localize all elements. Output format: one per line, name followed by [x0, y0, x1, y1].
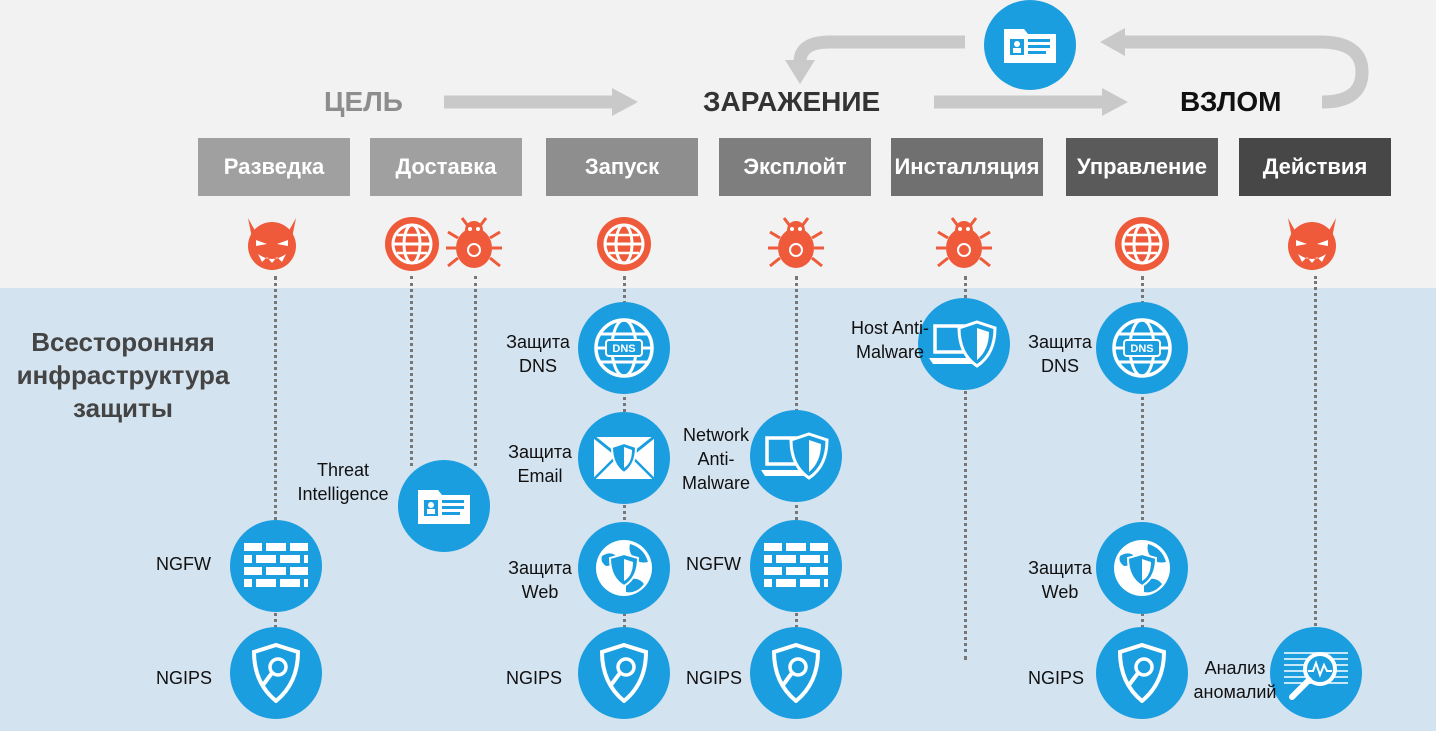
ngips-label: NGIPS	[506, 668, 563, 688]
connector-line	[410, 276, 413, 466]
network-anti-malware-label: Network Anti- Malware	[681, 425, 751, 493]
dns-protection-icon: DNS	[1096, 302, 1188, 394]
network-anti-malware-icon	[750, 410, 842, 502]
host-anti-malware-label: Host Anti- Malware	[850, 318, 930, 362]
devil-icon	[248, 218, 296, 270]
ngips-label: NGIPS	[1028, 668, 1085, 688]
email-protection-label: Защита Email	[508, 442, 572, 486]
stage-actions: Действия	[1239, 138, 1391, 196]
stage-delivery: Доставка	[370, 138, 522, 196]
web-protection-label: Защита Web	[508, 558, 572, 602]
web-protection-label: Защита Web	[1028, 558, 1092, 602]
stage-launch: Запуск	[546, 138, 698, 196]
ngips-icon	[578, 627, 670, 719]
ngfw-label: NGFW	[156, 554, 211, 574]
connector-line	[274, 276, 277, 660]
flow-arrows	[444, 28, 1369, 116]
stage-control: Управление	[1066, 138, 1218, 196]
bug-icon	[768, 217, 824, 268]
devil-icon	[1288, 218, 1336, 270]
threat-intelligence-top-icon	[984, 0, 1076, 90]
stage-install: Инсталляция	[891, 138, 1043, 196]
dns-protection-icon: DNS	[578, 302, 670, 394]
stage-recon: Разведка	[198, 138, 350, 196]
phase-target: ЦЕЛЬ	[324, 86, 403, 117]
globe-threat-icon	[597, 217, 651, 271]
ngfw-label: NGFW	[686, 554, 741, 574]
anomaly-analysis-icon	[1270, 627, 1362, 719]
phase-infection: ЗАРАЖЕНИЕ	[703, 86, 881, 117]
dns-protection-label: Защита DNS	[1028, 332, 1092, 376]
bug-icon	[446, 217, 502, 268]
ngfw-icon	[230, 520, 322, 612]
dns-badge: DNS	[612, 343, 635, 355]
infrastructure-title: Всесторонняя инфраструктура защиты	[16, 327, 230, 423]
stage-exploit: Эксплойт	[719, 138, 871, 196]
dns-protection-label: Защита DNS	[506, 332, 570, 376]
connector-line	[1314, 276, 1317, 656]
anomaly-analysis-label: Анализ аномалий	[1193, 658, 1277, 702]
ngips-icon	[750, 627, 842, 719]
web-protection-icon	[578, 522, 670, 614]
email-protection-icon	[578, 412, 670, 504]
connector-line	[964, 276, 967, 660]
threat-intelligence-icon	[398, 460, 490, 552]
ngips-label: NGIPS	[686, 668, 743, 688]
web-protection-icon	[1096, 522, 1188, 614]
globe-threat-icon	[385, 217, 439, 271]
ngips-icon	[230, 627, 322, 719]
ngfw-icon	[750, 520, 842, 612]
ngips-label: NGIPS	[156, 668, 213, 688]
bug-icon	[936, 217, 992, 268]
connector-line	[1141, 276, 1144, 660]
threat-intelligence-label: Threat Intelligence	[297, 460, 389, 504]
phase-breach: ВЗЛОМ	[1180, 86, 1282, 117]
dns-badge: DNS	[1130, 343, 1153, 355]
ngips-icon	[1096, 627, 1188, 719]
globe-threat-icon	[1115, 217, 1169, 271]
host-anti-malware-icon	[918, 298, 1010, 390]
connector-line	[474, 276, 477, 466]
